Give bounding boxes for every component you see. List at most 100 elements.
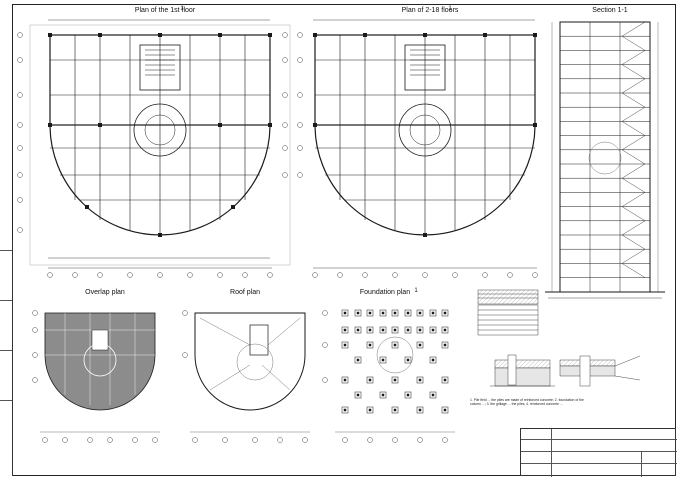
pile-cap — [429, 391, 437, 399]
plan1-drawing — [17, 19, 303, 278]
stair-flight — [621, 178, 646, 193]
pile-cap — [341, 309, 349, 317]
stair-flight — [621, 220, 646, 236]
pile-cap — [354, 356, 362, 364]
pile-cap — [366, 341, 374, 349]
pile — [356, 393, 360, 397]
stair-flight — [621, 121, 646, 136]
pile-cap — [416, 406, 424, 414]
section-title: Section 1-1 — [592, 7, 628, 14]
section-drawing — [545, 21, 665, 299]
pile — [393, 408, 397, 412]
stair-flight — [621, 78, 646, 94]
stair-flight — [621, 249, 646, 264]
plan1-title: Plan of the 1st floor — [134, 7, 196, 14]
pile-cap — [429, 356, 437, 364]
pile — [418, 311, 422, 315]
pile — [343, 328, 347, 332]
pile-cap — [416, 341, 424, 349]
pile — [431, 393, 435, 397]
pile — [381, 328, 385, 332]
pile — [431, 311, 435, 315]
pile-cap — [354, 309, 362, 317]
pile — [356, 311, 360, 315]
pile — [393, 311, 397, 315]
stair-flight — [621, 263, 646, 278]
pile — [418, 378, 422, 382]
pile — [381, 393, 385, 397]
pile-cap — [341, 341, 349, 349]
pile-cap — [429, 326, 437, 334]
pile — [368, 328, 372, 332]
stair-flight — [621, 64, 646, 79]
stair-flight — [621, 206, 646, 221]
pile-cap — [429, 309, 437, 317]
section-mark: 1 — [180, 6, 184, 12]
foundation-plan-drawing — [322, 309, 455, 443]
pile-cap — [366, 309, 374, 317]
pile — [418, 328, 422, 332]
pile — [443, 311, 447, 315]
stair-flight — [621, 149, 646, 165]
stair-flight — [621, 234, 646, 250]
pile-cap — [441, 406, 449, 414]
pile-cap — [441, 326, 449, 334]
pile — [381, 358, 385, 362]
pile — [443, 343, 447, 347]
overlap-plan-title: Overlap plan — [85, 289, 125, 296]
section-mark: 1 — [414, 288, 418, 294]
pile-cap — [404, 356, 412, 364]
pile-cap — [416, 326, 424, 334]
pile-cap — [404, 391, 412, 399]
foundation-plan-title: Foundation plan — [359, 289, 411, 296]
stair-flight — [621, 107, 646, 122]
binding-strip — [0, 240, 13, 476]
pile — [368, 343, 372, 347]
pile — [368, 408, 372, 412]
pile-cap — [366, 406, 374, 414]
stair-flight — [621, 92, 646, 108]
pile-cap — [354, 326, 362, 334]
pile-cap — [416, 376, 424, 384]
pile-cap — [341, 376, 349, 384]
pile — [343, 311, 347, 315]
pile-cap — [379, 326, 387, 334]
pile — [443, 328, 447, 332]
pile-cap — [341, 326, 349, 334]
pile-cap — [391, 376, 399, 384]
pile — [393, 343, 397, 347]
pile-cap — [366, 326, 374, 334]
pile — [343, 343, 347, 347]
pile — [343, 378, 347, 382]
pile — [406, 358, 410, 362]
pile — [443, 378, 447, 382]
stair-flight — [621, 50, 646, 65]
pile-cap — [404, 309, 412, 317]
pile-cap — [404, 326, 412, 334]
stair-flight — [621, 36, 646, 51]
pile — [368, 311, 372, 315]
pile — [406, 311, 410, 315]
pile — [368, 378, 372, 382]
pile — [406, 328, 410, 332]
pile-cap — [441, 376, 449, 384]
pile — [443, 408, 447, 412]
stair-flight — [621, 163, 646, 179]
pile-cap — [379, 309, 387, 317]
pile-cap — [391, 326, 399, 334]
pile — [393, 328, 397, 332]
pile-cap — [416, 309, 424, 317]
pile-cap — [391, 406, 399, 414]
pile-cap — [391, 309, 399, 317]
pile — [418, 343, 422, 347]
title-block — [520, 428, 677, 477]
stair-flight — [621, 135, 646, 150]
pile-cap — [366, 376, 374, 384]
pile — [431, 328, 435, 332]
pile-cap — [354, 391, 362, 399]
roof-node-detail — [559, 355, 641, 387]
pile-cap — [441, 341, 449, 349]
pile — [406, 393, 410, 397]
pile — [381, 311, 385, 315]
